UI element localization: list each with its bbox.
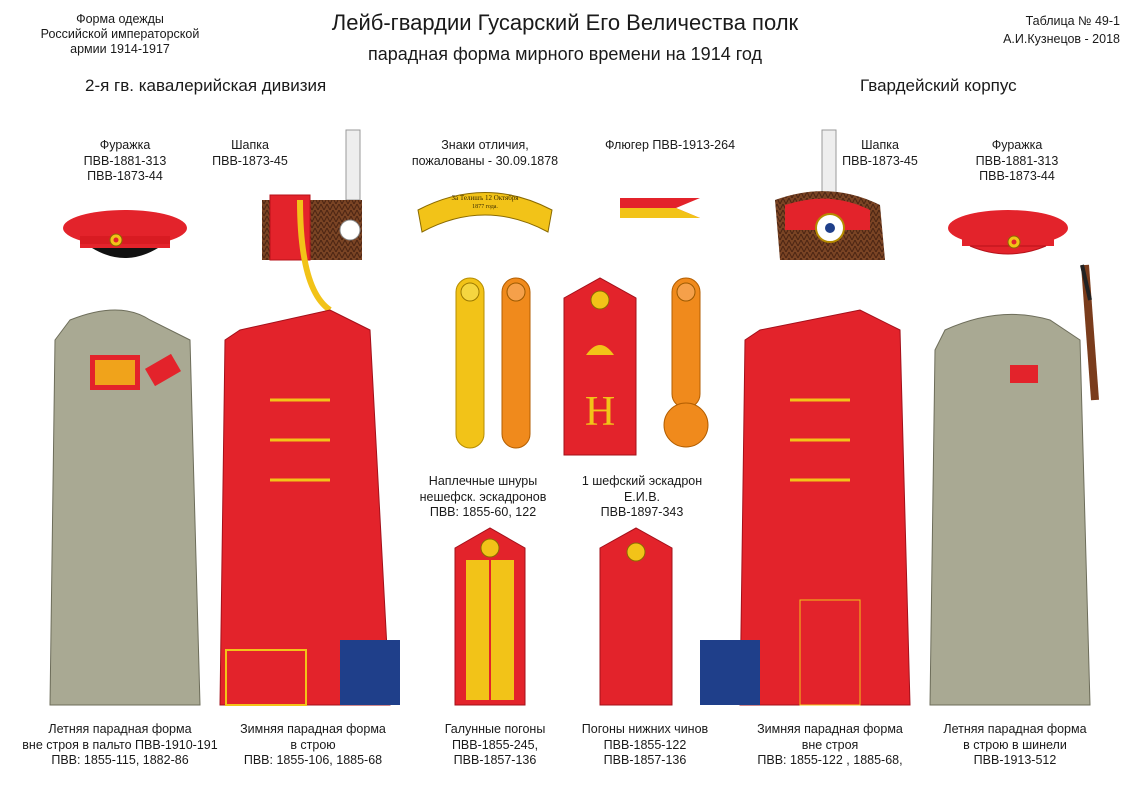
label-line: в строю в шинели bbox=[963, 737, 1067, 752]
label-line: ПВВ: 1855-60, 122 bbox=[429, 505, 537, 519]
label-line: ПВВ: 1855-115, 1882-86 bbox=[51, 753, 189, 767]
winter-right-label: Зимняя парадная форма вне строя ПВВ: 185… bbox=[740, 722, 920, 769]
label-line: ПВВ-1873-45 bbox=[842, 153, 918, 168]
lower-shoulder-label: Погоны нижних чинов ПВВ-1855-122 ПВВ-185… bbox=[570, 722, 720, 769]
officer-shoulder-board bbox=[454, 527, 526, 706]
winter-left-label: Зимняя парадная форма в строю ПВВ: 1855-… bbox=[228, 722, 398, 769]
left-corner-line: армии 1914-1917 bbox=[70, 42, 170, 56]
banner-text-2: 1877 года. bbox=[472, 204, 498, 210]
page-subtitle: парадная форма мирного времени на 1914 г… bbox=[367, 44, 763, 64]
label-line: ПВВ-1897-343 bbox=[600, 505, 684, 519]
shapka-left bbox=[262, 129, 362, 313]
distinction-label: Знаки отличия, пожалованы - 30.09.1878 bbox=[395, 138, 575, 169]
author: А.И.Кузнецов - 2018 bbox=[1003, 32, 1120, 46]
table-number: Таблица № 49-1 bbox=[1025, 14, 1120, 28]
left-corner-line: Форма одежды bbox=[76, 12, 164, 26]
distinction-banner: За Телишъ 12 Октября 1877 года. bbox=[417, 192, 553, 233]
label-line: вне строя в пальто ПВВ-1910-191 bbox=[22, 737, 218, 752]
banner-text-1: За Телишъ 12 Октября bbox=[451, 194, 519, 202]
label-line: ПВВ-1881-313 bbox=[83, 153, 167, 168]
label-line: вне строя bbox=[801, 737, 859, 752]
label-line: ПВВ-1873-44 bbox=[979, 169, 1055, 183]
label-line: Наплечные шнуры bbox=[428, 474, 538, 488]
figure-summer-right bbox=[929, 264, 1099, 706]
shapka-right bbox=[775, 129, 885, 260]
cords-label: Наплечные шнуры нешефск. эскадронов ПВВ:… bbox=[408, 474, 558, 521]
label-line: ПВВ-1855-122 bbox=[603, 737, 687, 752]
squadron1-label: 1 шефский эскадрон Е.И.В. ПВВ-1897-343 bbox=[572, 474, 712, 521]
label-line: ПВВ: 1855-122 , 1885-68, bbox=[757, 753, 903, 767]
label-line: Шапка bbox=[231, 138, 269, 152]
header-left-corner: Форма одежды Российской императорской ар… bbox=[20, 12, 220, 57]
label-line: Флюгер ПВВ-1913-264 bbox=[604, 138, 736, 152]
figure-summer-left bbox=[49, 309, 201, 706]
label-line: Фуражка bbox=[991, 138, 1043, 152]
pennant-label: Флюгер ПВВ-1913-264 bbox=[590, 138, 750, 154]
label-line: Шапка bbox=[861, 138, 899, 152]
cap-left-label: Фуражка ПВВ-1881-313 ПВВ-1873-44 bbox=[60, 138, 190, 185]
svg-text:Н: Н bbox=[585, 389, 615, 435]
pennant-flag bbox=[620, 198, 700, 218]
shapka-right-label: Шапка ПВВ-1873-45 bbox=[825, 138, 935, 169]
label-line: нешефск. эскадронов bbox=[419, 489, 547, 504]
label-line: Знаки отличия, bbox=[441, 138, 529, 152]
officer-shoulder-label: Галунные погоны ПВВ-1855-245, ПВВ-1857-1… bbox=[425, 722, 565, 769]
page-title: Лейб-гвардии Гусарский Его Величества по… bbox=[331, 10, 799, 35]
label-line: ПВВ-1881-313 bbox=[975, 153, 1059, 168]
label-line: пожалованы - 30.09.1878 bbox=[411, 153, 559, 168]
summer-left-label: Летняя парадная форма вне строя в пальто… bbox=[20, 722, 220, 769]
label-line: Е.И.В. bbox=[623, 489, 661, 504]
label-line: в строю bbox=[290, 737, 336, 752]
label-line: ПВВ-1857-136 bbox=[453, 753, 537, 767]
cap-left bbox=[63, 210, 187, 258]
label-line: ПВВ-1873-45 bbox=[212, 153, 288, 168]
label-line: 1 шефский эскадрон bbox=[581, 474, 703, 488]
lower-ranks-shoulder-board bbox=[599, 527, 673, 706]
figure-winter-right bbox=[700, 309, 911, 706]
cap-right-label: Фуражка ПВВ-1881-313 ПВВ-1873-44 bbox=[952, 138, 1082, 185]
label-line: Зимняя парадная форма bbox=[757, 722, 903, 736]
cap-right bbox=[948, 210, 1068, 255]
squadron1-board: Н bbox=[563, 277, 637, 456]
corps-label: Гвардейский корпус bbox=[860, 76, 1017, 95]
shapka-left-label: Шапка ПВВ-1873-45 bbox=[195, 138, 305, 169]
left-corner-line: Российской императорской bbox=[40, 27, 200, 41]
label-line: Летняя парадная форма bbox=[48, 722, 192, 736]
label-line: Летняя парадная форма bbox=[943, 722, 1087, 736]
label-line: ПВВ-1873-44 bbox=[87, 169, 163, 183]
summer-right-label: Летняя парадная форма в строю в шинели П… bbox=[925, 722, 1105, 769]
label-line: ПВВ: 1855-106, 1885-68 bbox=[243, 753, 383, 767]
label-line: Фуражка bbox=[99, 138, 151, 152]
label-line: ПВВ-1913-512 bbox=[973, 753, 1057, 767]
label-line: Погоны нижних чинов bbox=[581, 722, 709, 736]
shoulder-cords bbox=[455, 277, 709, 449]
label-line: ПВВ-1857-136 bbox=[603, 753, 687, 767]
label-line: ПВВ-1855-245, bbox=[451, 737, 539, 752]
header-right-corner: Таблица № 49-1 А.И.Кузнецов - 2018 bbox=[940, 12, 1120, 48]
label-line: Галунные погоны bbox=[444, 722, 546, 736]
label-line: Зимняя парадная форма bbox=[240, 722, 386, 736]
division-label: 2-я гв. кавалерийская дивизия bbox=[85, 76, 327, 95]
figure-winter-left bbox=[219, 309, 400, 706]
